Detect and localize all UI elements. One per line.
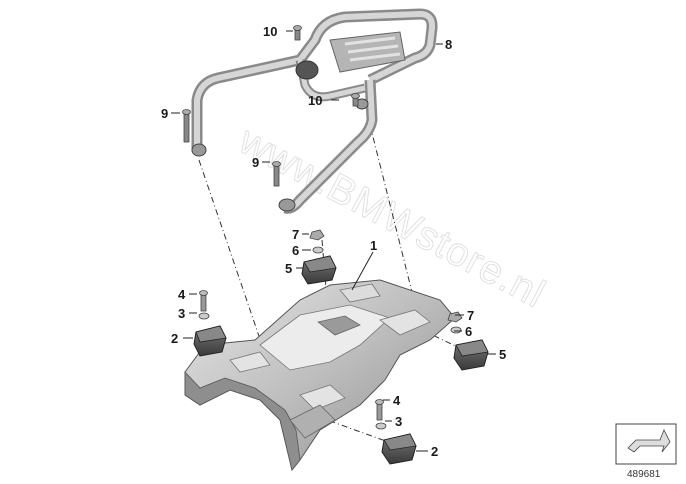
screw-4-left [199,290,208,312]
callout-6-right: 6 [465,324,472,339]
leader-line [351,251,374,291]
callout-3-left: 3 [178,306,185,321]
rubber-pad-2-bottom [381,433,417,465]
callout-3-bottom: 3 [395,414,402,429]
diagram-number: 489681 [627,469,661,480]
callout-7-top: 7 [292,227,299,242]
callout-10-mid: 10 [308,93,322,108]
rubber-pad-5-right [453,339,489,371]
callout-5-top: 5 [285,261,292,276]
washer-6-top [312,246,324,254]
screw-9-left [182,109,191,143]
washer-3-left [198,312,210,320]
callout-10-top: 10 [263,24,277,39]
reference-box [615,423,677,465]
callout-9-left: 9 [161,106,168,121]
callout-8: 8 [445,37,452,52]
callout-5-right: 5 [499,347,506,362]
rubber-pad-2-left [193,325,227,357]
luggage-rack [191,8,438,214]
screw-10-mid [351,93,360,107]
nut-7-top [309,229,325,241]
callout-4-bottom: 4 [393,393,401,408]
callout-2-left: 2 [171,331,178,346]
washer-3-bottom [375,422,387,430]
assembly-line [369,124,415,301]
screw-4-bottom [375,399,384,421]
screw-9-center [272,161,281,187]
washer-6-right [450,326,462,334]
callout-6-top: 6 [292,243,299,258]
callout-4-left: 4 [178,287,186,302]
carrier-plate [184,279,456,472]
rubber-pad-5-top [301,255,337,285]
callout-2-bottom: 2 [431,444,438,459]
arrow-icon [627,429,671,453]
callout-9-center: 9 [252,155,259,170]
callout-7-right: 7 [467,308,474,323]
screw-10-top [293,25,302,41]
callout-1: 1 [370,238,377,253]
